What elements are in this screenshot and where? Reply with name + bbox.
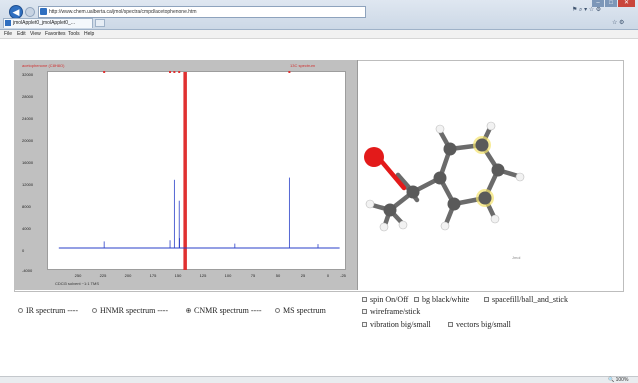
back-arrow-icon: ◀: [12, 7, 20, 17]
x-tick-label: 250: [74, 273, 82, 278]
spin-toggle[interactable]: spin On/Off: [362, 294, 408, 305]
spectrum-plot-area[interactable]: [47, 71, 346, 270]
zoom-level[interactable]: 🔍 100%: [608, 377, 629, 383]
radio-label: IR spectrum ----: [26, 306, 78, 315]
y-tick-label: 0: [22, 248, 25, 253]
x-tick-label: 225: [99, 273, 107, 278]
menu-view[interactable]: View: [30, 31, 41, 37]
checkbox-label: spin On/Off: [370, 295, 409, 304]
back-button[interactable]: ◀: [9, 5, 23, 19]
spectrum-header-left: acetophenone (C8H8O): [22, 63, 65, 68]
menu-tools[interactable]: Tools: [68, 31, 80, 37]
menu-file[interactable]: File: [4, 31, 13, 37]
address-bar[interactable]: http://www.chem.ualberta.ca/jmol/spectra…: [38, 6, 366, 18]
forward-button[interactable]: [25, 7, 35, 17]
y-tick-label: 32000: [22, 72, 34, 77]
x-axis-label: CDCl3 solvent ~1:1 TMS: [55, 281, 100, 286]
jmol-applet-label: Jmol: [512, 255, 521, 260]
close-window-button[interactable]: ✕: [618, 0, 635, 7]
y-tick-label: 16000: [22, 160, 34, 165]
radio-label: MS spectrum: [283, 306, 326, 315]
checkbox-icon: [414, 297, 419, 302]
minimize-button[interactable]: –: [592, 0, 604, 7]
viewer-options: spin On/Off bg black/white spacefill/bal…: [362, 294, 624, 342]
radio-selected-icon: [186, 308, 191, 313]
checkbox-label: vibration big/small: [370, 320, 431, 329]
spacefill-toggle[interactable]: spacefill/ball_and_stick: [484, 294, 568, 305]
vectors-toggle[interactable]: vectors big/small: [448, 319, 511, 330]
y-tick-label: 24000: [22, 116, 34, 121]
ms-spectrum-radio[interactable]: MS spectrum: [275, 305, 326, 317]
radio-icon: [275, 308, 280, 313]
checkbox-icon: [448, 322, 453, 327]
checkbox-label: spacefill/ball_and_stick: [492, 295, 568, 304]
checkbox-label: vectors big/small: [456, 320, 511, 329]
favorites-tools-icons[interactable]: ☆ ⚙: [612, 20, 625, 26]
hnmr-spectrum-radio[interactable]: HNMR spectrum ----: [92, 305, 168, 317]
status-bar: [0, 376, 638, 383]
browser-tab[interactable]: jmolApplet0_jmolApplet0_...: [3, 18, 93, 28]
x-tick-label: 150: [174, 273, 182, 278]
ir-spectrum-radio[interactable]: IR spectrum ----: [18, 305, 78, 317]
checkbox-icon: [362, 309, 367, 314]
menu-favorites[interactable]: Favorites: [45, 31, 66, 37]
bg-toggle[interactable]: bg black/white: [414, 294, 469, 305]
menu-edit[interactable]: Edit: [17, 31, 26, 37]
tab-favicon-icon: [5, 20, 11, 26]
cnmr-spectrum-radio[interactable]: CNMR spectrum ----: [186, 305, 262, 317]
menu-help[interactable]: Help: [84, 31, 95, 37]
y-tick-label: -4000: [22, 268, 33, 273]
x-tick-label: 125: [199, 273, 207, 278]
checkbox-icon: [362, 297, 367, 302]
x-tick-label: 50: [275, 273, 281, 278]
checkbox-label: bg black/white: [422, 295, 470, 304]
menu-bar: File Edit View Favorites Tools Help: [0, 30, 638, 39]
y-tick-label: 4000: [22, 226, 31, 231]
radio-icon: [18, 308, 23, 313]
window-controls: – □ ✕: [592, 0, 636, 7]
spectrum-type-selector: IR spectrum ---- HNMR spectrum ---- CNMR…: [18, 305, 354, 319]
site-favicon-icon: [40, 8, 47, 15]
y-tick-label: 12000: [22, 182, 34, 187]
y-tick-label: 28000: [22, 94, 34, 99]
x-tick-label: 75: [250, 273, 256, 278]
y-tick-label: 8000: [22, 204, 31, 209]
x-tick-label: 175: [149, 273, 157, 278]
checkbox-label: wireframe/stick: [370, 307, 421, 316]
x-tick-label: 25: [300, 273, 306, 278]
new-tab-button[interactable]: [95, 19, 105, 27]
address-tools[interactable]: ⚑ ⌕ ▾ ☆ ⚙: [572, 7, 602, 13]
x-tick-label: 200: [124, 273, 132, 278]
maximize-button[interactable]: □: [605, 0, 617, 7]
x-tick-label: 0: [326, 273, 330, 278]
checkbox-icon: [484, 297, 489, 302]
jmol-viewer[interactable]: [359, 62, 623, 291]
wireframe-toggle[interactable]: wireframe/stick: [362, 306, 420, 317]
spectrum-header-right: 13C spectrum: [290, 63, 315, 68]
x-tick-label: 100: [224, 273, 232, 278]
radio-label: HNMR spectrum ----: [100, 306, 168, 315]
x-tick-label: -25: [340, 273, 346, 278]
y-tick-label: 20000: [22, 138, 34, 143]
radio-icon: [92, 308, 97, 313]
radio-label: CNMR spectrum ----: [194, 306, 262, 315]
vibration-toggle[interactable]: vibration big/small: [362, 319, 431, 330]
checkbox-icon: [362, 322, 367, 327]
